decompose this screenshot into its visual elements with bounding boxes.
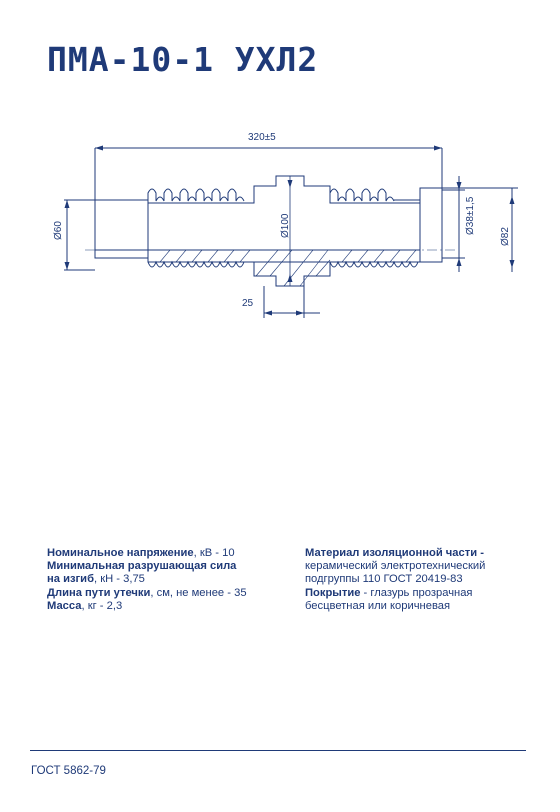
spec-line: керамический электротехнический (305, 560, 486, 573)
d60-label: Ø60 (53, 221, 64, 240)
specs-right: Материал изоляционной части - керамическ… (305, 547, 535, 613)
spec-line: Номинальное напряжение, кВ - 10 (47, 547, 235, 559)
footer-standard: ГОСТ 5862-79 (31, 765, 106, 777)
footer-divider (30, 750, 526, 751)
spec-line: подгруппы 110 ГОСТ 20419-83 (305, 573, 463, 586)
specs-left: Номинальное напряжение, кВ - 10 Минималь… (47, 547, 287, 613)
d38-label: Ø38±1,5 (465, 196, 476, 235)
d100-label: Ø100 (280, 213, 291, 238)
spec-line: Материал изоляционной части - (305, 547, 484, 559)
length-dimension-label: 320±5 (248, 132, 276, 143)
spec-line: Длина пути утечки, см, не менее - 35 (47, 586, 247, 599)
spec-line: бесцветная или коричневая (305, 599, 451, 612)
spec-line: на изгиб, кН - 3,75 (47, 573, 145, 586)
spec-line: Покрытие - глазурь прозрачная (305, 586, 473, 599)
left-cap (94, 199, 149, 259)
dim-25-label: 25 (242, 298, 254, 309)
upper-shed-profile (147, 188, 245, 202)
technical-drawing: 320±5 Ø60 Ø100 Ø38±1,5 Ø82 25 (53, 132, 518, 318)
spec-line: Минимальная разрушающая сила (47, 560, 237, 573)
d82-label: Ø82 (500, 227, 511, 246)
product-title: ПМА-10-1 УХЛ2 (47, 40, 319, 79)
upper-shed-profile-right (329, 188, 395, 202)
spec-line: Масса, кг - 2,3 (47, 599, 123, 612)
